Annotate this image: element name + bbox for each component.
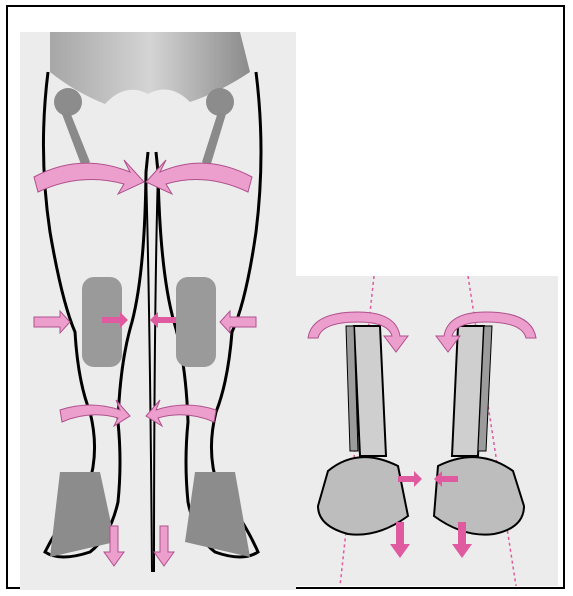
- downward-arrow-icon: [154, 526, 174, 566]
- left-foot: [50, 472, 115, 557]
- legs-illustration: [20, 32, 296, 590]
- rotation-arrow-icon: [146, 160, 252, 194]
- rotation-arrow-icon: [60, 400, 130, 426]
- compression-arrow-icon: [34, 311, 70, 333]
- rotation-arrow-icon: [146, 400, 216, 426]
- left-tibia: [354, 326, 386, 456]
- right-heel: [434, 457, 524, 535]
- ankles-illustration: [288, 276, 558, 586]
- right-femur-head: [206, 88, 234, 116]
- downward-arrow-icon: [390, 522, 410, 558]
- ankles-drawing: [288, 276, 558, 586]
- left-heel: [318, 457, 408, 535]
- rotation-arrow-icon: [34, 160, 144, 194]
- legs-drawing: [20, 32, 296, 590]
- right-foot: [185, 472, 250, 557]
- right-knee-bone: [176, 277, 216, 367]
- left-femur-head: [54, 88, 82, 116]
